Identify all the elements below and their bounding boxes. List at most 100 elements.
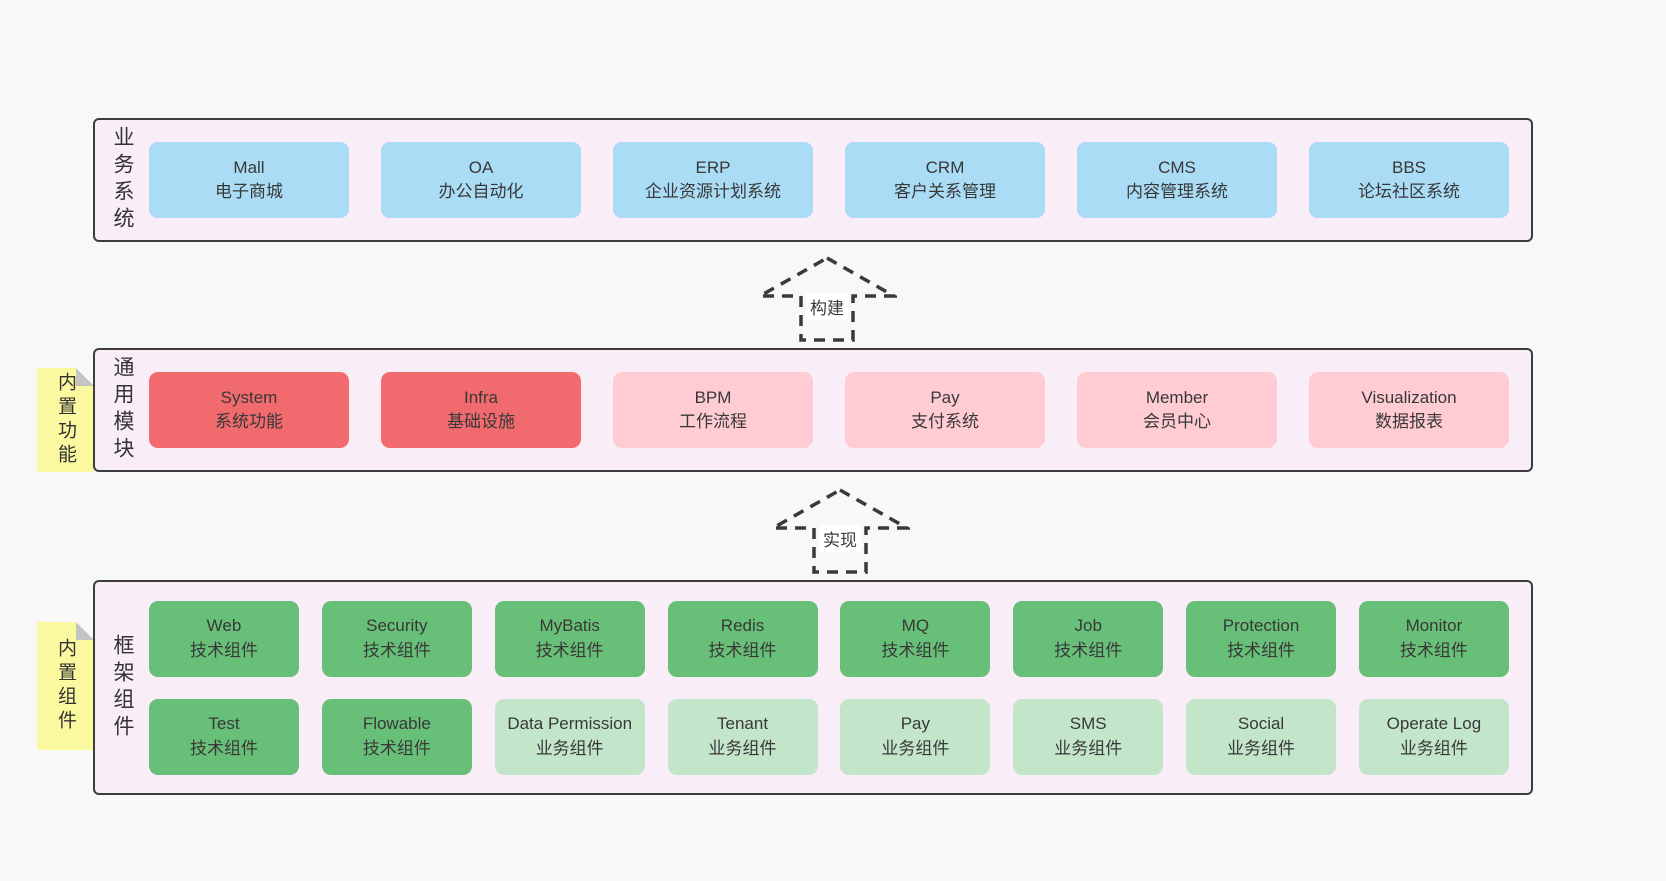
box-subtitle: 技术组件 xyxy=(881,640,950,660)
dashed-up-arrow-icon xyxy=(770,487,910,574)
box-subtitle: 支付系统 xyxy=(911,412,979,431)
box-subtitle: 业务组件 xyxy=(708,738,777,758)
box-title: Infra xyxy=(463,387,499,407)
sticky-note-label: 内置组件 xyxy=(55,638,76,734)
box-title: Web xyxy=(206,616,242,636)
box-test: Test 技术组件 xyxy=(149,698,299,775)
box-title: System xyxy=(220,387,278,407)
box-infra: Infra 基础设施 xyxy=(381,372,581,448)
box-subtitle: 电子商城 xyxy=(215,182,283,201)
box-bpm: BPM 工作流程 xyxy=(613,372,813,448)
box-subtitle: 业务组件 xyxy=(535,738,604,758)
box-subtitle: 技术组件 xyxy=(190,738,258,758)
box-title: Test xyxy=(208,714,240,734)
panel-title-business-systems: 业务系统 xyxy=(111,126,134,234)
panel-side-label: 框架组件 xyxy=(95,582,149,793)
box-mall: Mall 电子商城 xyxy=(149,142,349,218)
box-row: Test 技术组件 Flowable 技术组件 Data Permission … xyxy=(149,698,1509,775)
box-title: Data Permission xyxy=(507,714,633,734)
folded-corner-icon xyxy=(76,368,94,386)
box-web: Web 技术组件 xyxy=(149,600,299,677)
box-title: Social xyxy=(1237,714,1285,734)
box-title: CMS xyxy=(1158,157,1196,177)
box-title: Pay xyxy=(930,387,960,407)
box-mybatis: MyBatis 技术组件 xyxy=(494,600,645,677)
box-subtitle: 企业资源计划系统 xyxy=(645,182,781,201)
box-monitor: Monitor 技术组件 xyxy=(1358,600,1509,677)
box-title: Job xyxy=(1074,616,1102,636)
box-title: Security xyxy=(366,616,428,636)
box-subtitle: 技术组件 xyxy=(1227,640,1296,660)
box-title: Mall xyxy=(233,157,265,177)
panel-content: Mall 电子商城 OA 办公自动化 ERP 企业资源计划系统 CRM 客户关系… xyxy=(149,120,1531,240)
box-subtitle: 技术组件 xyxy=(362,640,431,660)
arrow-up-implement: 实现 xyxy=(770,487,910,575)
box-redis: Redis 技术组件 xyxy=(667,600,818,677)
box-subtitle: 业务组件 xyxy=(881,738,950,758)
box-title: Flowable xyxy=(362,714,431,734)
box-erp: ERP 企业资源计划系统 xyxy=(613,142,813,218)
box-sms: SMS 业务组件 xyxy=(1013,698,1164,775)
box-subtitle: 业务组件 xyxy=(1227,738,1296,758)
panel-title-common-modules: 通用模块 xyxy=(111,356,134,464)
box-pay: Pay 支付系统 xyxy=(845,372,1045,448)
box-subtitle: 系统功能 xyxy=(215,412,283,431)
box-pay-business: Pay 业务组件 xyxy=(840,698,991,775)
box-title: Monitor xyxy=(1405,616,1463,636)
box-subtitle: 技术组件 xyxy=(190,640,258,660)
box-protection: Protection 技术组件 xyxy=(1186,600,1337,677)
box-job: Job 技术组件 xyxy=(1013,600,1164,677)
box-subtitle: 技术组件 xyxy=(708,640,777,660)
box-system: System 系统功能 xyxy=(149,372,349,448)
box-title: BPM xyxy=(694,387,732,407)
sticky-note-builtin-features: 内置功能 xyxy=(37,368,94,472)
box-tenant: Tenant 业务组件 xyxy=(667,698,818,775)
panel-side-label: 业务系统 xyxy=(95,120,149,240)
panel-framework-components: 框架组件 Web 技术组件 Security 技术组件 MyBatis 技术组件… xyxy=(93,580,1533,795)
box-security: Security 技术组件 xyxy=(321,600,472,677)
box-oa: OA 办公自动化 xyxy=(381,142,581,218)
box-title: BBS xyxy=(1391,157,1427,177)
box-subtitle: 论坛社区系统 xyxy=(1358,182,1460,201)
box-visualization: Visualization 数据报表 xyxy=(1309,372,1509,448)
sticky-note-builtin-components: 内置组件 xyxy=(37,622,94,750)
box-subtitle: 业务组件 xyxy=(1054,738,1123,758)
panel-content: Web 技术组件 Security 技术组件 MyBatis 技术组件 Redi… xyxy=(149,582,1531,793)
box-title: Redis xyxy=(720,616,765,636)
arrow-up-build: 构建 xyxy=(757,255,897,343)
box-subtitle: 会员中心 xyxy=(1143,412,1211,431)
box-subtitle: 技术组件 xyxy=(362,738,431,758)
panel-title-framework-components: 框架组件 xyxy=(111,633,134,742)
box-title: Pay xyxy=(900,714,931,734)
box-title: MQ xyxy=(901,616,930,636)
box-title: Operate Log xyxy=(1386,714,1482,734)
panel-side-label: 通用模块 xyxy=(95,350,149,470)
box-title: OA xyxy=(468,157,494,177)
panel-common-modules: 通用模块 System 系统功能 Infra 基础设施 BPM 工作流程 Pay… xyxy=(93,348,1533,472)
box-subtitle: 基础设施 xyxy=(447,412,515,431)
dashed-up-arrow-icon xyxy=(757,255,897,342)
box-subtitle: 数据报表 xyxy=(1375,412,1443,431)
box-social: Social 业务组件 xyxy=(1186,698,1337,775)
box-title: CRM xyxy=(925,157,965,177)
box-subtitle: 客户关系管理 xyxy=(894,182,996,201)
box-row: Web 技术组件 Security 技术组件 MyBatis 技术组件 Redi… xyxy=(149,600,1509,677)
box-title: Protection xyxy=(1222,616,1300,636)
box-subtitle: 技术组件 xyxy=(535,640,604,660)
box-cms: CMS 内容管理系统 xyxy=(1077,142,1277,218)
box-subtitle: 内容管理系统 xyxy=(1126,182,1228,201)
box-title: SMS xyxy=(1069,714,1107,734)
panel-business-systems: 业务系统 Mall 电子商城 OA 办公自动化 ERP 企业资源计划系统 CRM… xyxy=(93,118,1533,242)
folded-corner-icon xyxy=(76,622,94,640)
box-row: Mall 电子商城 OA 办公自动化 ERP 企业资源计划系统 CRM 客户关系… xyxy=(149,142,1509,218)
box-title: Member xyxy=(1145,387,1209,407)
box-subtitle: 技术组件 xyxy=(1054,640,1123,660)
arrow-label-implement: 实现 xyxy=(819,525,861,552)
box-operate-log: Operate Log 业务组件 xyxy=(1358,698,1509,775)
sticky-note-label: 内置功能 xyxy=(55,372,76,468)
box-title: Tenant xyxy=(717,714,769,734)
box-member: Member 会员中心 xyxy=(1077,372,1277,448)
box-subtitle: 工作流程 xyxy=(679,412,747,431)
box-mq: MQ 技术组件 xyxy=(840,600,991,677)
box-title: ERP xyxy=(695,157,731,177)
